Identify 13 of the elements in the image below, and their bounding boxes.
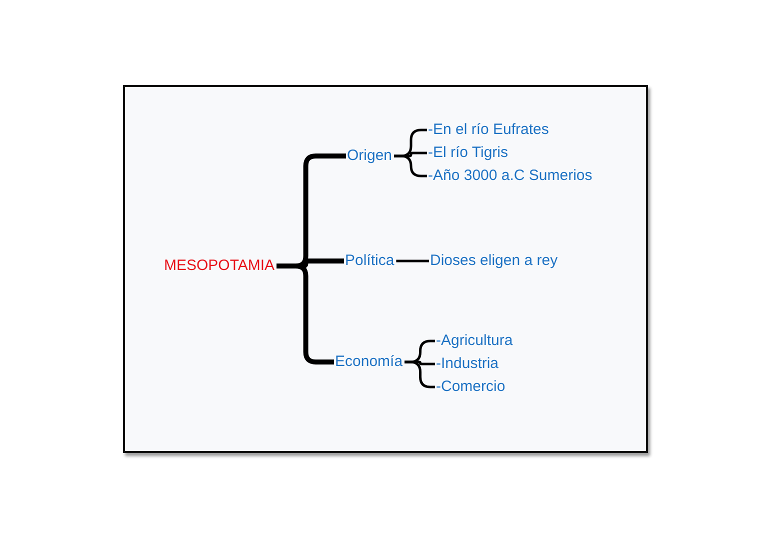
concept-label: Política bbox=[345, 252, 394, 270]
concept-label: -El río Tigris bbox=[428, 144, 508, 162]
concept-label: -Agricultura bbox=[436, 332, 513, 350]
concept-label: Economía bbox=[335, 353, 403, 371]
concept-label: -Año 3000 a.C Sumerios bbox=[428, 167, 592, 185]
concept-label: -En el río Eufrates bbox=[428, 121, 549, 139]
topic-label: MESOPOTAMIA bbox=[164, 257, 275, 275]
concept-label: Dioses eligen a rey bbox=[430, 252, 558, 270]
concept-label: Origen bbox=[347, 147, 392, 165]
concept-label: -Comercio bbox=[436, 378, 506, 396]
concept-label: -Industria bbox=[436, 355, 499, 373]
bracket-connector bbox=[276, 264, 334, 364]
bracket-connector bbox=[396, 260, 429, 262]
